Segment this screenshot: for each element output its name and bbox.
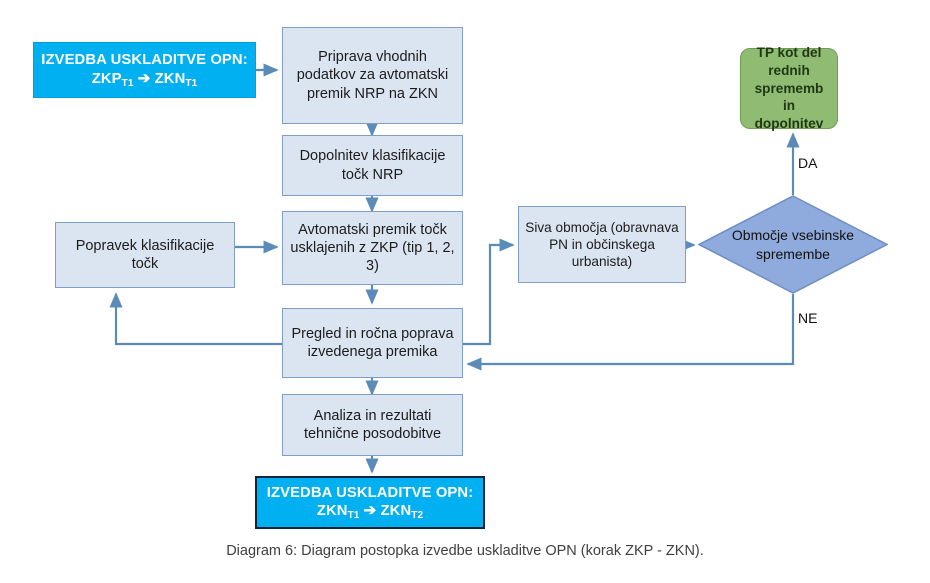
node-analysis-results[interactable]: Analiza in rezultati tehnične posodobitv…	[282, 394, 463, 456]
edge-review-to-fix	[109, 292, 282, 346]
node-classification-supplement[interactable]: Dopolnitev klasifikacije točk NRP	[282, 135, 463, 196]
classification-fix-label: Popravek klasifikacije točk	[75, 237, 215, 272]
node-grey-areas[interactable]: Siva območja (obravnava PN in občinskega…	[518, 206, 686, 283]
node-end-terminator[interactable]: IZVEDBA USKLADITVE OPN: ZKNT1 ➔ ZKNT2	[255, 476, 485, 529]
prepare-inputs-label: Priprava vhodnih podatkov za avtomatski …	[296, 49, 449, 102]
automatic-shift-label: Avtomatski premik točk usklajenih z ZKP …	[290, 221, 455, 275]
grey-areas-label: Siva območja (obravnava PN in občinskega…	[525, 219, 679, 270]
end-terminator-to: ZKN	[380, 503, 412, 520]
node-automatic-shift[interactable]: Avtomatski premik točk usklajenih z ZKP …	[282, 211, 463, 285]
classification-supplement-label: Dopolnitev klasifikacije točk NRP	[299, 148, 446, 183]
review-manual-fix-label: Pregled in ročna poprava izvedenega prem…	[291, 325, 454, 360]
start-terminator-to: ZKN	[154, 70, 186, 87]
node-classification-fix[interactable]: Popravek klasifikacije točk	[55, 222, 235, 288]
end-terminator-text: IZVEDBA USKLADITVE OPN: ZKNT1 ➔ ZKNT2	[257, 484, 483, 522]
content-change-decision-label: Območje vsebinske spremembe	[731, 227, 855, 262]
edge-review-to-greyareas	[463, 238, 515, 346]
end-terminator-line1: IZVEDBA USKLADITVE OPN:	[266, 484, 474, 501]
node-review-manual-fix[interactable]: Pregled in ročna poprava izvedenega prem…	[282, 308, 463, 378]
start-terminator-line1: IZVEDBA USKLADITVE OPN:	[41, 52, 248, 69]
start-terminator-text: IZVEDBA USKLADITVE OPN: ZKPT1 ➔ ZKNT1	[34, 51, 255, 89]
decision-label-wrap: Območje vsebinske spremembe	[698, 195, 888, 294]
end-terminator-arrow-glyph: ➔	[363, 502, 377, 520]
end-terminator-from-sub: T1	[347, 510, 360, 522]
node-prepare-inputs[interactable]: Priprava vhodnih podatkov za avtomatski …	[282, 27, 463, 124]
start-terminator-to-sub: T1	[185, 77, 198, 89]
end-terminator-from: ZKN	[316, 503, 348, 520]
node-regular-changes[interactable]: TP kot del rednih sprememb in dopolnitev	[740, 45, 838, 131]
analysis-results-label: Analiza in rezultati tehnične posodobitv…	[303, 407, 442, 442]
start-terminator-arrow-glyph: ➔	[137, 69, 151, 87]
node-start-terminator[interactable]: IZVEDBA USKLADITVE OPN: ZKPT1 ➔ ZKNT1	[33, 42, 256, 98]
regular-changes-label: TP kot del rednih sprememb in dopolnitev	[754, 45, 824, 132]
figure-caption: Diagram 6: Diagram postopka izvedbe uskl…	[226, 543, 704, 559]
node-content-change-decision[interactable]: Območje vsebinske spremembe	[698, 195, 888, 294]
start-terminator-from: ZKP	[91, 70, 122, 87]
edge-label-yes: DA	[798, 155, 818, 171]
edge-decision-no-to-review	[466, 294, 795, 371]
edge-label-no: NE	[798, 310, 818, 326]
end-terminator-to-sub: T2	[411, 510, 424, 522]
decision-diamond-shape	[698, 195, 888, 294]
start-terminator-from-sub: T1	[121, 77, 134, 89]
